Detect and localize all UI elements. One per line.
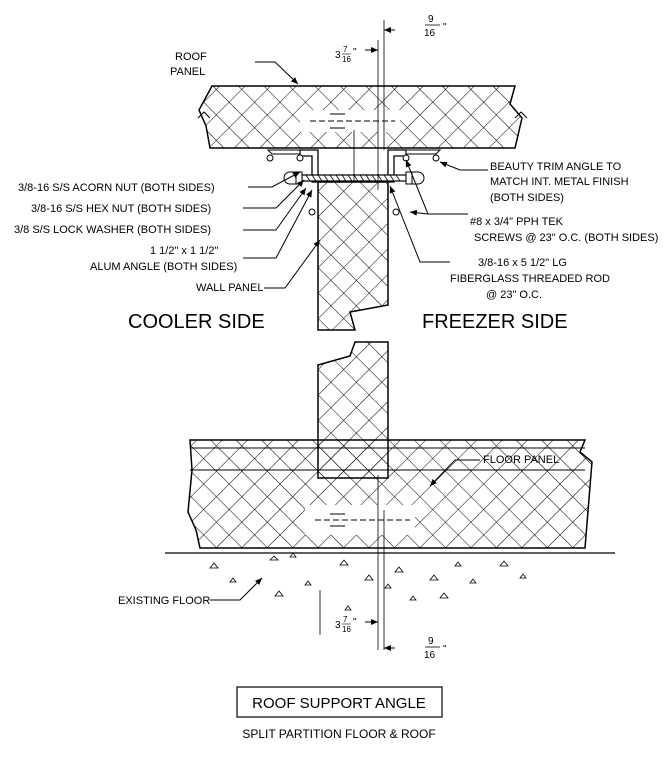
- svg-text:16: 16: [424, 28, 436, 39]
- label-panel: PANEL: [170, 66, 205, 78]
- label-beauty-trim-3: (BOTH SIDES): [490, 192, 564, 204]
- label-threaded-rod-1: 3/8-16 x 5 1/2" LG: [478, 257, 567, 269]
- label-alum-angle: ALUM ANGLE (BOTH SIDES): [90, 261, 237, 273]
- roof-break-left: [197, 111, 211, 119]
- dim-top-small: 9 16 ": [424, 14, 447, 39]
- svg-text:16: 16: [424, 650, 436, 661]
- concrete-stipple: [209, 552, 527, 611]
- tek-screws: [296, 154, 410, 216]
- svg-text:": ": [353, 47, 357, 58]
- drawing-title: ROOF SUPPORT ANGLE: [252, 695, 426, 712]
- svg-text:9: 9: [428, 636, 434, 647]
- svg-text:": ": [443, 22, 447, 33]
- label-freezer-side: FREEZER SIDE: [422, 311, 568, 333]
- svg-text:3: 3: [335, 620, 341, 631]
- label-beauty-trim-2: MATCH INT. METAL FINISH: [490, 176, 629, 188]
- label-floor-panel: FLOOR PANEL: [483, 454, 559, 466]
- floor-panel: [187, 439, 593, 549]
- dimension-lines: [365, 27, 395, 651]
- label-lock-washer: 3/8 S/S LOCK WASHER (BOTH SIDES): [14, 224, 211, 236]
- svg-text:7: 7: [343, 45, 348, 54]
- label-alum-angle-size: 1 1/2" x 1 1/2": [150, 245, 218, 257]
- label-beauty-trim-1: BEAUTY TRIM ANGLE TO: [490, 161, 622, 173]
- label-tek-screws-1: #8 x 3/4" PPH TEK: [470, 216, 564, 228]
- svg-text:": ": [353, 617, 357, 628]
- roof-panel: [198, 85, 523, 149]
- label-existing-floor: EXISTING FLOOR: [118, 595, 210, 607]
- beauty-trim-angles: [266, 149, 442, 162]
- svg-text:16: 16: [342, 625, 351, 634]
- drawing-subtitle: SPLIT PARTITION FLOOR & ROOF: [242, 727, 435, 741]
- svg-text:9: 9: [428, 14, 434, 25]
- svg-text:3: 3: [335, 50, 341, 61]
- dim-bottom-large: 3 7 16 ": [335, 615, 357, 634]
- roof-break-right: [514, 111, 528, 119]
- label-tek-screws-2: SCREWS @ 23" O.C. (BOTH SIDES): [474, 232, 658, 244]
- leader-lines: [210, 61, 488, 601]
- label-roof: ROOF: [175, 51, 207, 63]
- label-cooler-side: COOLER SIDE: [128, 311, 265, 333]
- label-threaded-rod-3: @ 23" O.C.: [486, 289, 542, 301]
- svg-text:7: 7: [343, 615, 348, 624]
- dim-top-large: 3 7 16 ": [335, 45, 357, 64]
- title-box: [236, 686, 443, 718]
- dim-bottom-small: 9 16 ": [424, 636, 447, 661]
- label-threaded-rod-2: FIBERGLASS THREADED ROD: [450, 273, 610, 285]
- svg-text:16: 16: [342, 55, 351, 64]
- svg-text:": ": [443, 644, 447, 655]
- label-acorn-nut: 3/8-16 S/S ACORN NUT (BOTH SIDES): [18, 182, 215, 194]
- label-wall-panel: WALL PANEL: [196, 282, 263, 294]
- label-hex-nut: 3/8-16 S/S HEX NUT (BOTH SIDES): [31, 203, 211, 215]
- wall-panel-upper: [317, 181, 389, 331]
